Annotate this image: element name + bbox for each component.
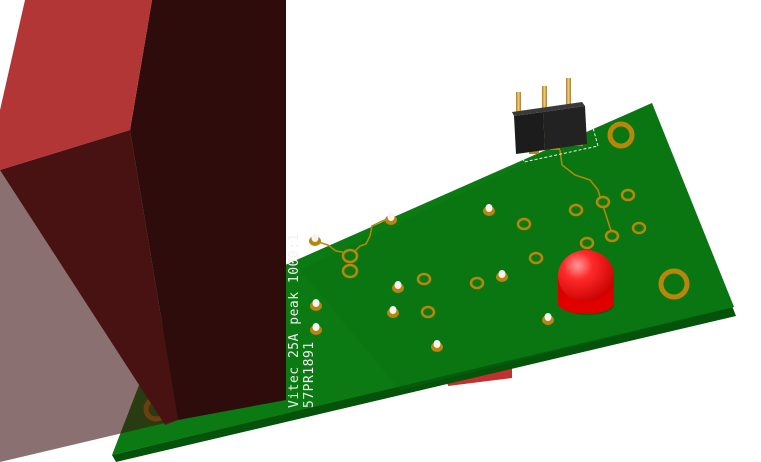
- pad: [604, 229, 620, 243]
- solder-pin: [312, 299, 320, 307]
- pcb-board-edge: [112, 306, 736, 462]
- pad: [579, 236, 595, 250]
- solder-pin: [498, 270, 506, 278]
- header-body: [543, 106, 587, 150]
- pad: [420, 305, 436, 319]
- pad: [528, 251, 544, 265]
- silkscreen-line-2: 57PR1891: [302, 341, 317, 408]
- pad: [631, 221, 647, 235]
- pad: [595, 195, 611, 209]
- pad: [416, 272, 432, 286]
- trace: [559, 149, 603, 204]
- header-body-top: [512, 102, 585, 116]
- header-body: [514, 112, 545, 154]
- trace: [349, 217, 391, 257]
- pad: [620, 188, 636, 202]
- solder-pin: [389, 306, 397, 314]
- mounting-hole: [607, 121, 635, 149]
- solder-pin: [485, 204, 493, 212]
- copper-traces: [314, 149, 613, 257]
- pad: [516, 217, 532, 231]
- red-led: [558, 250, 614, 315]
- silkscreen-line-1: Vitec 25A peak 1000:1: [287, 233, 302, 408]
- solder-pin: [544, 313, 552, 321]
- solder-pin: [394, 281, 402, 289]
- current-transformer: [0, 0, 286, 462]
- silkscreen-label: Vitec 25A peak 1000:1 57PR1891: [287, 233, 317, 408]
- pad: [341, 248, 359, 264]
- solder-pin: [387, 213, 395, 221]
- pin-header: [512, 78, 587, 154]
- pad: [341, 263, 359, 279]
- solder-pin: [312, 323, 320, 331]
- solder-pin: [311, 234, 319, 242]
- through-hole-pads: [309, 188, 647, 352]
- pad: [469, 276, 485, 290]
- transformer-side-face: [130, 0, 286, 420]
- mounting-hole: [658, 268, 690, 300]
- transformer-front-face-dark: [0, 130, 178, 462]
- transformer-top-face: [0, 0, 152, 170]
- pcb-board-shade: [300, 103, 734, 390]
- pad: [568, 203, 584, 217]
- solder-pin: [433, 340, 441, 348]
- led-dome: [558, 250, 614, 302]
